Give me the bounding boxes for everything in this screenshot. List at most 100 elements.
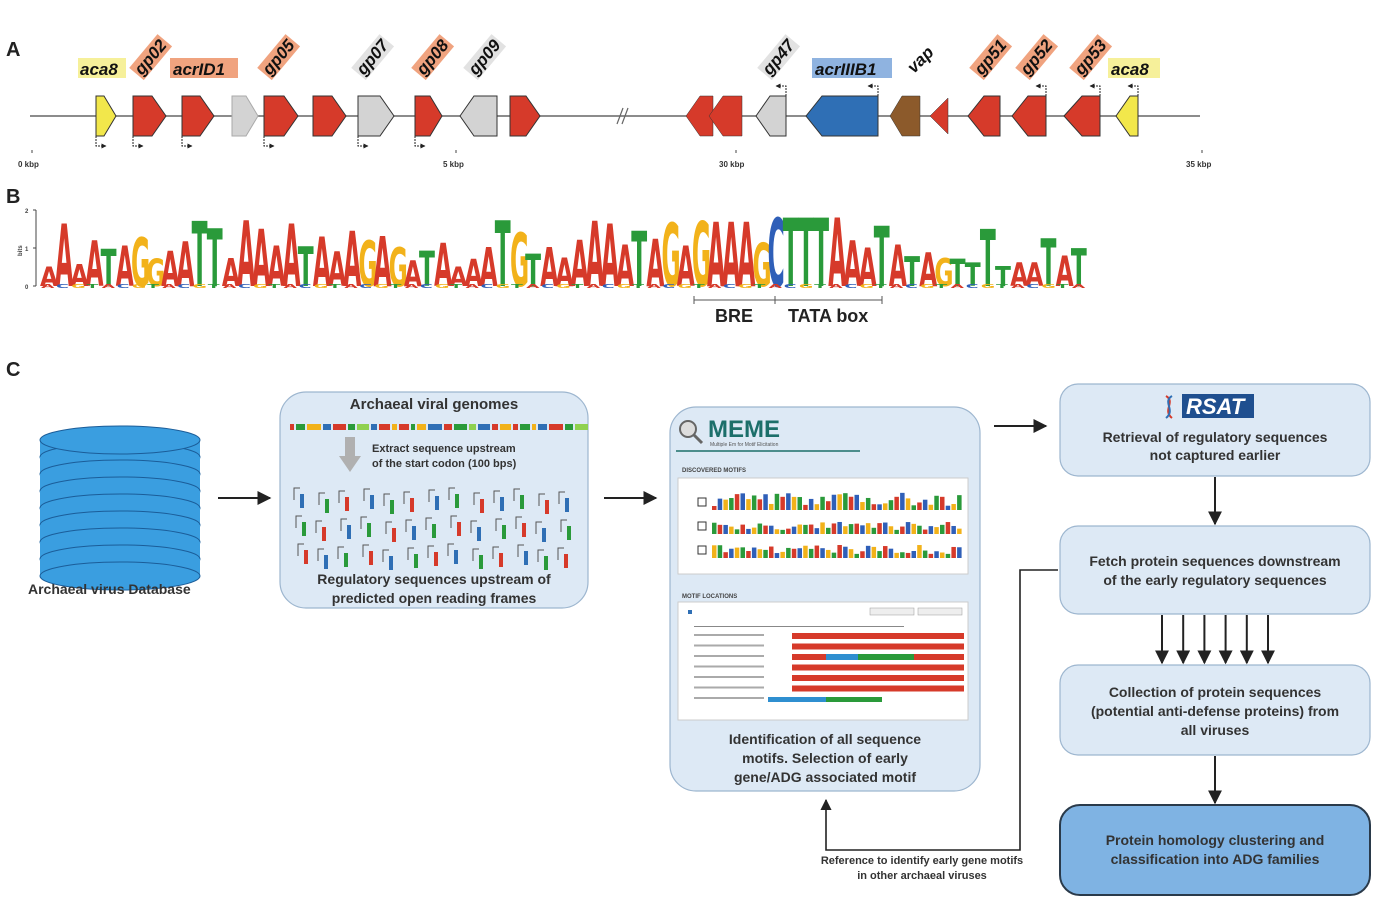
logo-letter: AG	[313, 223, 331, 302]
meme-subtitle: Multiple Em for Motif Elicitation	[710, 442, 779, 448]
svg-text:G: G	[510, 219, 529, 304]
logo-letter: AA	[343, 217, 361, 305]
rsat-line-1: Retrieval of regulatory sequences	[1103, 429, 1328, 445]
svg-text:G: G	[146, 252, 165, 295]
svg-text:T: T	[965, 256, 981, 294]
collect-line-3: all viruses	[1181, 722, 1250, 738]
label-bg-acrID1	[170, 58, 238, 78]
magnifier-icon	[679, 420, 704, 445]
svg-text:A: A	[405, 283, 419, 289]
label-group-gp02: gp02	[129, 34, 173, 81]
gene-red-r3	[929, 97, 949, 135]
logo-letter: TG	[495, 204, 511, 308]
fetch-box: Fetch protein sequences downstream of th…	[1059, 525, 1371, 615]
logo-letter: AC	[55, 207, 73, 307]
logo-letter: TG	[1041, 226, 1057, 302]
meme-line-1: Identification of all sequence	[729, 731, 921, 747]
svg-text:T: T	[495, 204, 511, 308]
svg-text:A: A	[70, 259, 88, 294]
svg-text:A: A	[161, 242, 179, 298]
svg-text:A: A	[85, 229, 103, 302]
logo-letter: AG	[555, 249, 573, 295]
svg-text:G: G	[496, 283, 510, 289]
regulatory-line-2: predicted open reading frames	[332, 590, 537, 606]
logo-letter: AA	[404, 254, 423, 295]
svg-text:A: A	[951, 283, 965, 289]
promoter-glyph-grid	[293, 487, 571, 570]
svg-text:G: G	[556, 283, 570, 289]
svg-text:A: A	[1056, 248, 1074, 297]
discovered-motifs-heading: DISCOVERED MOTIFS	[682, 468, 746, 474]
down-arrow-icon	[339, 437, 361, 472]
svg-text:C: C	[481, 283, 494, 289]
svg-text:A: A	[328, 242, 346, 298]
genome-break-symbol	[616, 107, 629, 125]
svg-text:T: T	[1041, 226, 1057, 302]
svg-text:T: T	[1057, 283, 1069, 289]
logo-letter: TT	[874, 211, 890, 306]
logo-letter: AT	[267, 235, 285, 299]
svg-text:T: T	[1071, 240, 1087, 299]
svg-text:A: A	[237, 202, 255, 307]
svg-text:A: A	[434, 233, 452, 300]
svg-text:A: A	[267, 235, 285, 299]
svg-text:G: G	[934, 252, 953, 295]
panel-label-c: C	[6, 359, 20, 381]
logo-letter: AC	[843, 229, 861, 302]
collect-line-2: (potential anti-defense proteins) from	[1091, 703, 1339, 719]
gene-aca8-right	[1115, 95, 1139, 137]
promoter-arrows-upper	[775, 83, 1139, 96]
svg-text:A: A	[313, 223, 331, 302]
gene-gp08	[414, 95, 443, 137]
gene-gp05	[263, 95, 299, 137]
svg-text:A: A	[343, 217, 361, 305]
svg-text:T: T	[147, 283, 159, 289]
svg-text:C: C	[723, 283, 736, 289]
motif-location-rows	[688, 607, 964, 702]
logo-letter: TA	[525, 246, 541, 297]
logo-letter: AT	[1056, 248, 1074, 297]
logo-letter: TA	[101, 240, 117, 299]
motif-axis: 2 1 0 bits	[18, 209, 37, 291]
svg-text:A: A	[708, 283, 722, 289]
logo-letter: AA	[889, 235, 907, 300]
logo-letter: TC	[965, 256, 981, 294]
gene-red-r2	[708, 95, 743, 137]
svg-text:A: A	[374, 223, 392, 303]
svg-text:A: A	[55, 207, 73, 307]
logo-letter: TT	[995, 261, 1011, 293]
svg-text:A: A	[601, 207, 619, 307]
label-group-gp51: gp51	[969, 34, 1013, 81]
rsat-logo: RSAT	[1186, 394, 1246, 419]
svg-text:T: T	[390, 283, 402, 289]
rsat-logo-bg	[1182, 394, 1254, 418]
svg-text:A: A	[102, 283, 116, 289]
svg-text:A: A	[465, 283, 479, 289]
extract-line-1: Extract sequence upstream	[372, 443, 516, 455]
logo-letter: TT	[813, 201, 829, 309]
logo-letter: AT	[85, 229, 103, 302]
logo-letter: TT	[631, 217, 647, 305]
gene-aca8-left	[95, 95, 117, 137]
svg-text:A: A	[555, 249, 573, 295]
svg-text:A: A	[571, 229, 589, 302]
fetch-line-2: of the early regulatory sequences	[1103, 572, 1327, 588]
collect-box: Collection of protein sequences (potenti…	[1059, 664, 1371, 756]
svg-text:T: T	[525, 246, 541, 297]
logo-letter: AA	[283, 207, 301, 307]
database-icon	[39, 425, 201, 591]
database-label: Archaeal virus Database	[28, 581, 191, 597]
svg-text:T: T	[814, 283, 826, 289]
fetch-line-1: Fetch protein sequences downstream	[1089, 553, 1340, 569]
svg-text:T: T	[631, 217, 647, 305]
svg-text:G: G	[752, 231, 771, 301]
svg-text:A: A	[647, 283, 661, 289]
logo-letter: GT	[510, 219, 529, 304]
gene-gp51	[967, 95, 1001, 137]
svg-text:T: T	[950, 252, 966, 295]
logo-letter: AA	[40, 262, 59, 293]
svg-text:A: A	[587, 283, 601, 289]
svg-text:A: A	[116, 235, 134, 300]
svg-text:A: A	[480, 237, 498, 299]
